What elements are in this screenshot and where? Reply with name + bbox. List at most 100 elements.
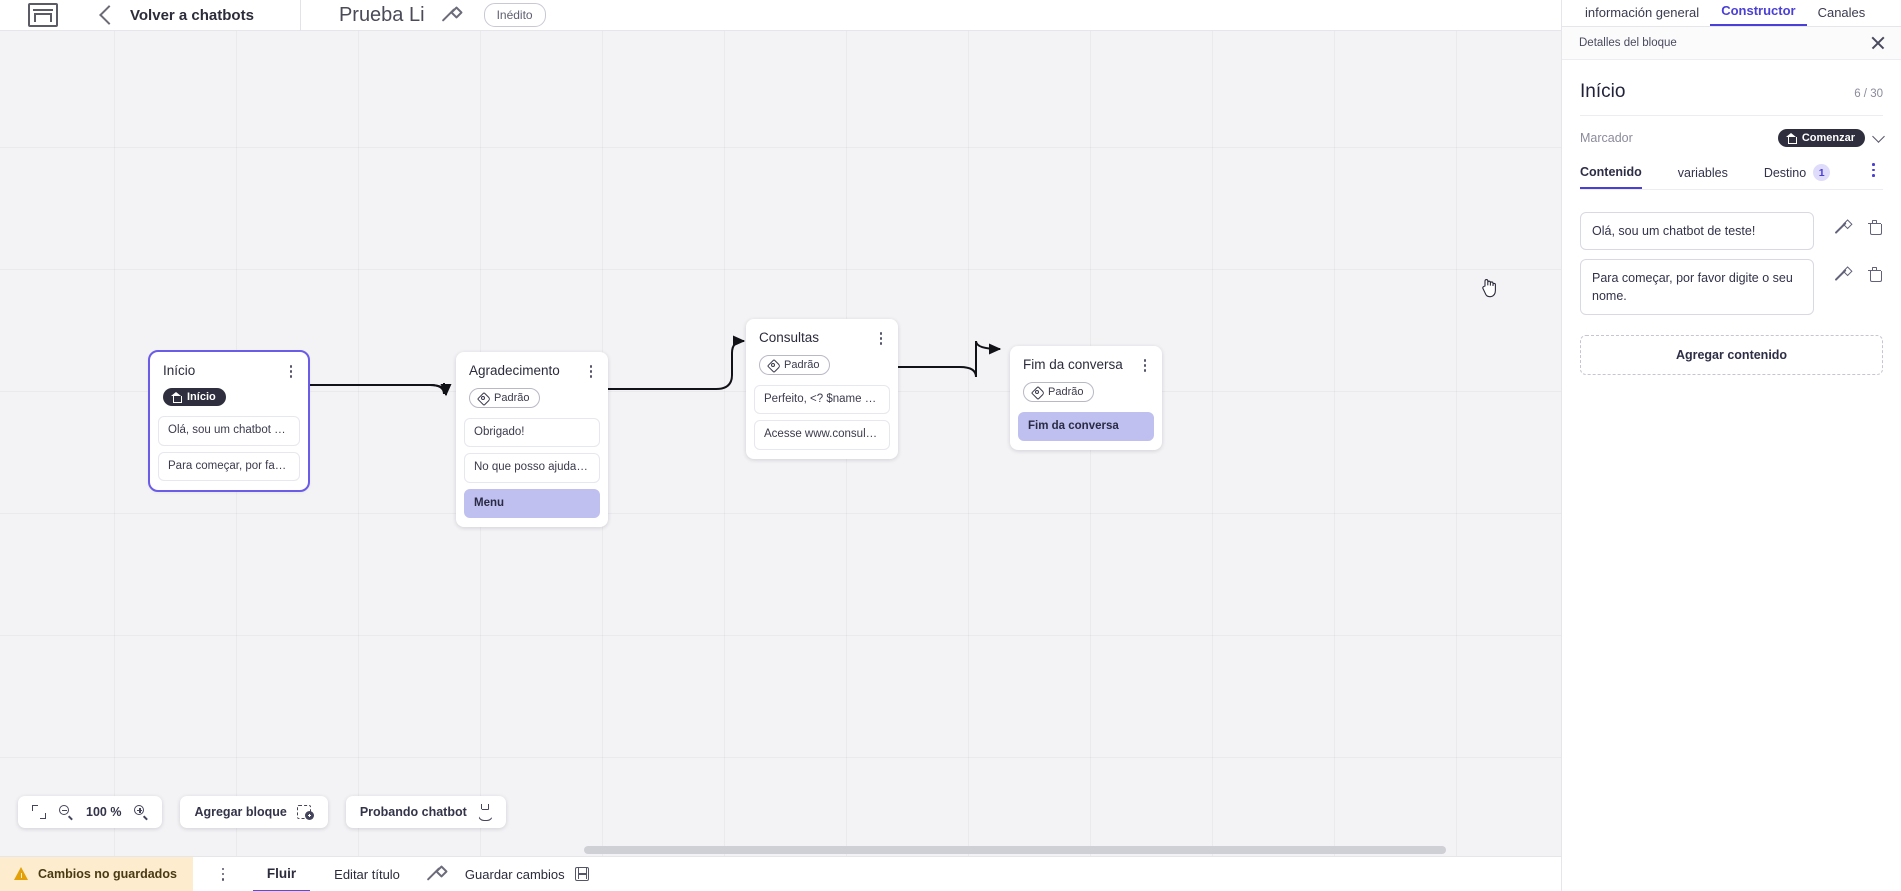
chevron-down-icon[interactable] — [1872, 129, 1885, 143]
tab-informacion-general[interactable]: información general — [1585, 5, 1700, 20]
add-block-icon — [296, 804, 314, 820]
tab-destino-label: Destino — [1763, 165, 1807, 180]
zoom-in-icon[interactable] — [134, 805, 148, 819]
test-chatbot-inner[interactable]: Probando chatbot — [360, 804, 492, 820]
kebab-menu-icon[interactable] — [215, 866, 231, 883]
test-chatbot-button[interactable]: Probando chatbot — [345, 796, 506, 828]
node-message[interactable]: Olá, sou um chatbot de teste! — [158, 416, 300, 446]
marker-control[interactable]: Comenzar — [1777, 129, 1885, 147]
block-name: Início — [1580, 81, 1626, 102]
node-badge-label: Padrão — [1048, 386, 1084, 399]
char-count: 6 / 30 — [1854, 88, 1883, 100]
marker-badge[interactable]: Comenzar — [1777, 129, 1865, 147]
unsaved-label: Cambios no guardados — [38, 867, 177, 881]
close-icon[interactable] — [1871, 36, 1885, 50]
scrollbar-thumb[interactable] — [584, 846, 1446, 854]
node-header: Consultas Padrão — [746, 319, 898, 385]
tab-fluir[interactable]: Fluir — [252, 857, 311, 891]
kebab-menu-icon[interactable] — [584, 363, 598, 380]
destino-count-badge: 1 — [1813, 164, 1831, 181]
tag-icon — [478, 393, 489, 404]
node-title: Consultas — [759, 330, 820, 345]
add-block-button[interactable]: Agregar bloque — [180, 796, 328, 828]
marker-value: Comenzar — [1801, 132, 1855, 144]
pencil-icon[interactable] — [1833, 267, 1848, 282]
flow-node-agradecimento[interactable]: Agradecimento Padrão Obrigado! No que po… — [456, 352, 608, 528]
tab-constructor[interactable]: Constructor — [1710, 3, 1807, 26]
pencil-icon — [424, 866, 441, 883]
add-block-inner[interactable]: Agregar bloque — [194, 804, 314, 820]
trash-icon[interactable] — [1868, 220, 1882, 235]
fit-screen-icon[interactable] — [32, 805, 46, 819]
pencil-icon[interactable] — [1833, 220, 1848, 235]
node-badge: Padrão — [759, 355, 831, 376]
add-content-button[interactable]: Agregar contenido — [1580, 335, 1883, 376]
edit-title-button[interactable]: Editar título — [334, 866, 441, 883]
kebab-menu-icon[interactable] — [1138, 357, 1152, 374]
tab-canales[interactable]: Canales — [1817, 5, 1866, 20]
node-message-end[interactable]: Fim da conversa — [1018, 411, 1154, 442]
node-message-menu[interactable]: Menu — [464, 488, 600, 519]
node-badge: Início — [163, 388, 226, 407]
zoom-out-icon[interactable] — [59, 805, 73, 819]
page-title: Prueba Li — [338, 3, 425, 26]
content-item: Para começar, por favor digite o seu nom… — [1580, 259, 1883, 316]
status-badge: Inédito — [483, 3, 546, 27]
node-message[interactable]: Perfeito, <? $name ?>! — [754, 384, 890, 415]
node-header: Início Início — [150, 352, 308, 416]
node-message[interactable]: No que posso ajudar, <? $name ... — [464, 453, 600, 483]
node-title: Início — [163, 363, 196, 378]
node-title: Fim da conversa — [1023, 357, 1123, 372]
flow-canvas[interactable]: Início Início Olá, sou um chatbot de tes… — [0, 31, 1561, 856]
save-changes-button[interactable]: Guardar cambios — [465, 867, 589, 882]
tab-destino[interactable]: Destino 1 — [1763, 164, 1831, 189]
flow-node-fim-da-conversa[interactable]: Fim da conversa Padrão Fim da conversa — [1010, 346, 1162, 451]
status-bar: Cambios no guardados Fluir Editar título… — [0, 856, 1561, 891]
top-header: Volver a chatbots Prueba Li Inédito — [0, 0, 1561, 35]
flow-node-consultas[interactable]: Consultas Padrão Perfeito, <? $name ?>! … — [746, 319, 898, 459]
add-block-label: Agregar bloque — [194, 805, 287, 819]
content-text-field[interactable]: Olá, sou um chatbot de teste! — [1580, 212, 1814, 251]
tab-variables-label: variables — [1677, 165, 1728, 180]
kebab-menu-icon[interactable] — [874, 330, 888, 347]
block-details-panel: información general Constructor Canales … — [1561, 0, 1901, 891]
back-to-chatbots-link[interactable]: Volver a chatbots — [130, 6, 254, 24]
kebab-menu-icon[interactable] — [1866, 162, 1881, 178]
app-logo-icon[interactable] — [28, 3, 58, 27]
node-header: Agradecimento Padrão — [456, 352, 608, 418]
content-text-field[interactable]: Para começar, por favor digite o seu nom… — [1580, 259, 1814, 316]
node-messages: Fim da conversa — [1010, 411, 1162, 451]
panel-inner-tabs: Contenido variables Destino 1 — [1580, 162, 1883, 190]
tab-contenido[interactable]: Contenido — [1580, 165, 1642, 189]
tab-variables[interactable]: variables — [1678, 166, 1728, 188]
tag-icon — [768, 360, 779, 371]
trash-icon[interactable] — [1868, 267, 1882, 283]
test-chatbot-label: Probando chatbot — [359, 805, 467, 819]
node-message[interactable]: Obrigado! — [464, 417, 600, 448]
node-message[interactable]: Para começar, por favor digite o ... — [158, 451, 300, 482]
canvas-horizontal-scrollbar[interactable] — [0, 846, 1561, 854]
panel-subheader-title: Detalles del bloque — [1579, 37, 1677, 49]
node-messages: Olá, sou um chatbot de teste! Para começ… — [150, 416, 308, 490]
flask-icon — [477, 804, 492, 820]
flow-node-inicio[interactable]: Início Início Olá, sou um chatbot de tes… — [148, 349, 310, 493]
edit-title-label: Editar título — [334, 866, 400, 882]
content-item-actions — [1814, 259, 1883, 283]
home-icon — [1785, 133, 1797, 144]
floppy-disk-icon — [574, 867, 589, 881]
kebab-menu-icon[interactable] — [284, 363, 298, 380]
node-messages: Obrigado! No que posso ajudar, <? $name … — [456, 417, 608, 528]
content-list: Olá, sou um chatbot de teste! Para começ… — [1580, 190, 1883, 376]
tab-contenido-label: Contenido — [1580, 164, 1642, 179]
canvas-toolbar: 100 % Agregar bloque Probando chatbot — [18, 796, 506, 828]
zoom-level: 100 % — [86, 805, 122, 819]
home-icon — [171, 392, 182, 404]
node-title: Agradecimento — [469, 363, 560, 378]
node-message[interactable]: Acesse www.consultas.com par... — [754, 420, 890, 450]
pencil-icon[interactable] — [439, 7, 456, 24]
save-changes-label: Guardar cambios — [464, 866, 565, 882]
header-divider — [299, 0, 301, 35]
chevron-left-icon[interactable] — [99, 5, 119, 25]
panel-subheader: Detalles del bloque — [1562, 27, 1901, 60]
